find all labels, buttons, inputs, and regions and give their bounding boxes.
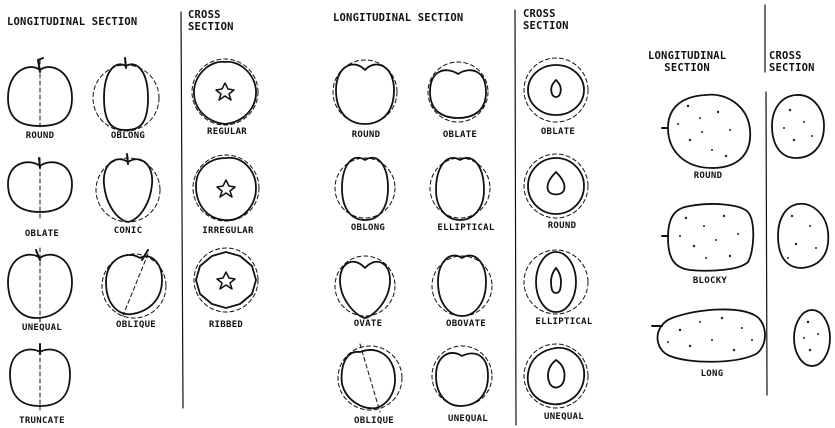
cross-round (524, 154, 588, 218)
label-b-oblate: OBLATE (443, 130, 477, 140)
label-oblong: OBLONG (111, 131, 145, 141)
panel-a-header-cross: CROSS SECTION (188, 9, 234, 33)
panel-a-header-cross-line2: SECTION (188, 21, 234, 33)
cross-irregular (193, 155, 259, 221)
fruit-obovate (432, 255, 492, 316)
label-b-cross-elliptical: ELLIPTICAL (535, 317, 592, 327)
panel-b-header-longitudinal: LONGITUDINAL SECTION (333, 12, 463, 24)
tuber-long-cross (794, 310, 830, 366)
panel-c-header-longitudinal-line1: LONGITUDINAL (648, 50, 726, 62)
fruit-unequal (432, 346, 492, 406)
divider-panel-b (515, 10, 516, 425)
label-b-obovate: OBOVATE (446, 319, 486, 329)
label-b-cross-round: ROUND (548, 221, 577, 231)
panel-b-header-cross-line2: SECTION (523, 20, 569, 32)
label-b-unequal: UNEQUAL (448, 414, 488, 424)
apple-round (8, 58, 72, 130)
apple-conic (96, 154, 160, 222)
fruit-oblique (338, 344, 402, 412)
panel-c-header-cross: CROSS SECTION (769, 50, 815, 74)
label-b-cross-oblate: OBLATE (541, 127, 575, 137)
label-unequal: UNEQUAL (22, 323, 62, 333)
tuber-blocky-cross (778, 204, 828, 268)
fruit-oblong (335, 158, 395, 220)
label-oblique: OBLIQUE (116, 320, 156, 330)
fruit-ovate (335, 256, 395, 318)
fruit-elliptical (430, 158, 490, 220)
label-round: ROUND (26, 131, 55, 141)
divider-panel-c (766, 92, 767, 395)
label-truncate: TRUNCATE (19, 416, 65, 426)
apple-oblong (93, 58, 159, 131)
fruit-round (333, 60, 397, 124)
tuber-round-cross (772, 95, 824, 158)
panel-c-header-cross-line1: CROSS (769, 50, 815, 62)
tuber-long (652, 309, 765, 361)
panel-b-header-cross-line1: CROSS (523, 8, 569, 20)
tuber-blocky (662, 204, 753, 271)
panel-c-header-cross-line2: SECTION (769, 62, 815, 74)
cross-elliptical (524, 250, 588, 314)
tuber-round (662, 95, 750, 168)
cross-ribbed (194, 248, 258, 312)
label-regular: REGULAR (207, 127, 247, 137)
label-c-long: LONG (701, 369, 724, 379)
panel-a-header-longitudinal: LONGITUDINAL SECTION (7, 16, 137, 28)
label-b-oblong: OBLONG (351, 223, 385, 233)
cross-unequal (524, 344, 588, 408)
panel-b-header-cross: CROSS SECTION (523, 8, 569, 32)
label-b-ovate: OVATE (354, 319, 383, 329)
label-b-oblique: OBLIQUE (354, 416, 394, 426)
fruit-oblate (428, 62, 488, 122)
label-c-blocky: BLOCKY (693, 276, 727, 286)
panel-c-header-longitudinal-line2: SECTION (648, 62, 726, 74)
label-b-round: ROUND (352, 130, 381, 140)
cross-regular (192, 59, 258, 125)
divider-panel-a (181, 12, 183, 408)
apple-truncate (10, 344, 70, 410)
label-ribbed: RIBBED (209, 320, 243, 330)
apple-unequal (8, 248, 72, 322)
apple-oblate (8, 158, 72, 218)
cross-oblate (524, 58, 588, 122)
panel-a-header-cross-line1: CROSS (188, 9, 234, 21)
panel-c-header-longitudinal: LONGITUDINAL SECTION (648, 50, 726, 74)
label-b-cross-unequal: UNEQUAL (544, 412, 584, 422)
label-conic: CONIC (114, 226, 143, 236)
apple-oblique (102, 250, 166, 318)
label-c-round: ROUND (694, 171, 723, 181)
label-irregular: IRREGULAR (202, 226, 253, 236)
label-b-elliptical: ELLIPTICAL (437, 223, 494, 233)
label-oblate: OBLATE (25, 229, 59, 239)
